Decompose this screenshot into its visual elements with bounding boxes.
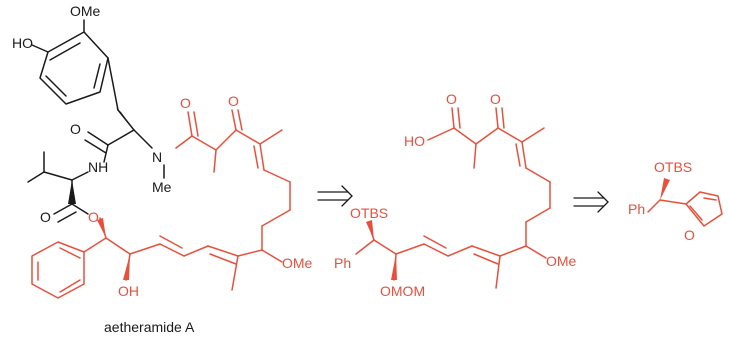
retrosynthesis-arrow-2 xyxy=(573,191,609,213)
phenyl-label: Ph xyxy=(628,201,645,217)
stereo-wedge xyxy=(391,254,397,280)
black-skeleton xyxy=(27,19,165,223)
hydroxyl-label: OH xyxy=(118,283,139,299)
stereo-wedge xyxy=(97,218,106,238)
nitrogen-label: N xyxy=(152,149,162,165)
ketone-oxygen-label: O xyxy=(490,91,501,107)
seco-acid-intermediate: HO O O OTBS Ph OMOM OMe xyxy=(334,91,577,299)
ome-label-right: OMe xyxy=(282,255,313,271)
red-intermediate-skeleton xyxy=(355,107,551,289)
otbs-label: OTBS xyxy=(350,205,388,221)
ester-oxygen-label: O xyxy=(88,209,99,225)
omom-label: OMOM xyxy=(380,283,425,299)
stereo-wedge xyxy=(660,178,670,200)
nh-label: NH xyxy=(88,159,108,175)
stereo-wedge xyxy=(116,108,134,130)
stereo-wedge xyxy=(123,254,130,280)
aetheramide-a-structure: HO OMe O N Me NH O O O O OH OMe aetheram… xyxy=(12,3,313,335)
amide-oxygen-label: O xyxy=(70,121,81,137)
acid-ho-label: HO xyxy=(404,133,425,149)
furan-oxygen-label: O xyxy=(684,227,695,243)
otbs-label: OTBS xyxy=(654,159,692,175)
ho-label: HO xyxy=(12,35,33,51)
ome-label: OMe xyxy=(546,253,577,269)
ester-carbonyl-oxygen-label: O xyxy=(40,209,51,225)
phenyl-label: Ph xyxy=(334,255,351,271)
compound-caption: aetheramide A xyxy=(104,319,195,335)
n-methyl-label: Me xyxy=(152,179,172,195)
stereo-wedge xyxy=(366,220,374,240)
amide-carbonyl-oxygen-label: O xyxy=(180,95,191,111)
ome-label-top: OMe xyxy=(70,3,101,19)
ketone-oxygen-label: O xyxy=(228,93,239,109)
acid-oxygen-label: O xyxy=(446,91,457,107)
furyl-fragment: OTBS Ph O xyxy=(628,159,723,243)
stereo-wedge xyxy=(68,180,76,204)
retrosynthesis-arrow-1 xyxy=(317,185,353,207)
